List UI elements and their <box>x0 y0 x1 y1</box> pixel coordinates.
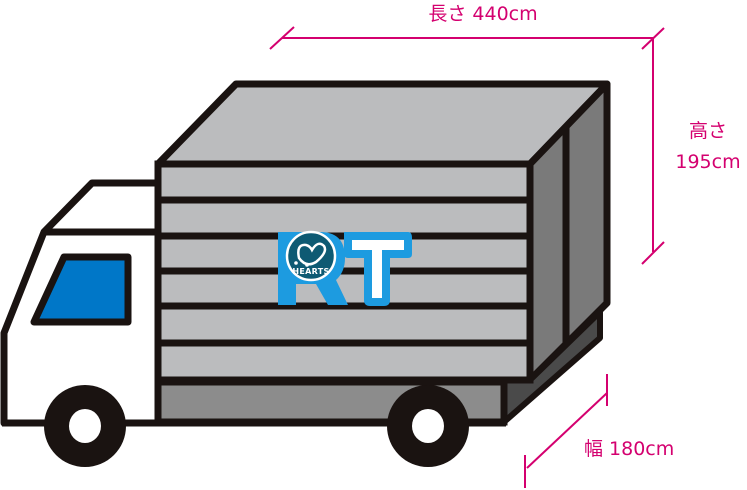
width-dimension <box>524 374 608 488</box>
length-dimension <box>269 26 665 50</box>
rt-hearts-logo: HEARTS <box>278 230 412 306</box>
width-label: 幅 180cm <box>584 438 674 460</box>
cab-window <box>30 253 132 326</box>
height-label-line1: 高さ <box>689 120 727 142</box>
rear-wheel <box>387 385 469 467</box>
truck-cab <box>0 179 162 427</box>
logo-badge-text: HEARTS <box>292 267 329 276</box>
height-label-line2: 195cm <box>675 151 740 173</box>
length-label: 長さ 440cm <box>428 3 537 25</box>
heart-icon <box>297 242 327 266</box>
height-dimension <box>641 38 665 265</box>
front-wheel <box>44 385 126 467</box>
cargo-box-front <box>154 160 534 384</box>
